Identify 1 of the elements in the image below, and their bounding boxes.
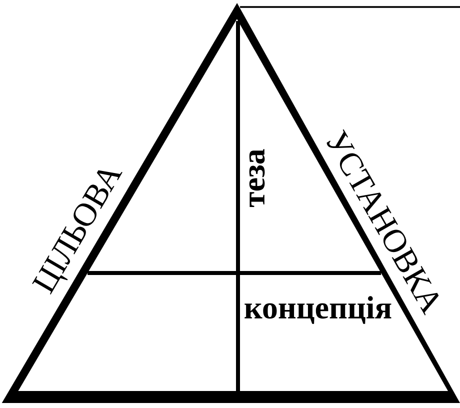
cell-label: теза xyxy=(249,149,265,207)
